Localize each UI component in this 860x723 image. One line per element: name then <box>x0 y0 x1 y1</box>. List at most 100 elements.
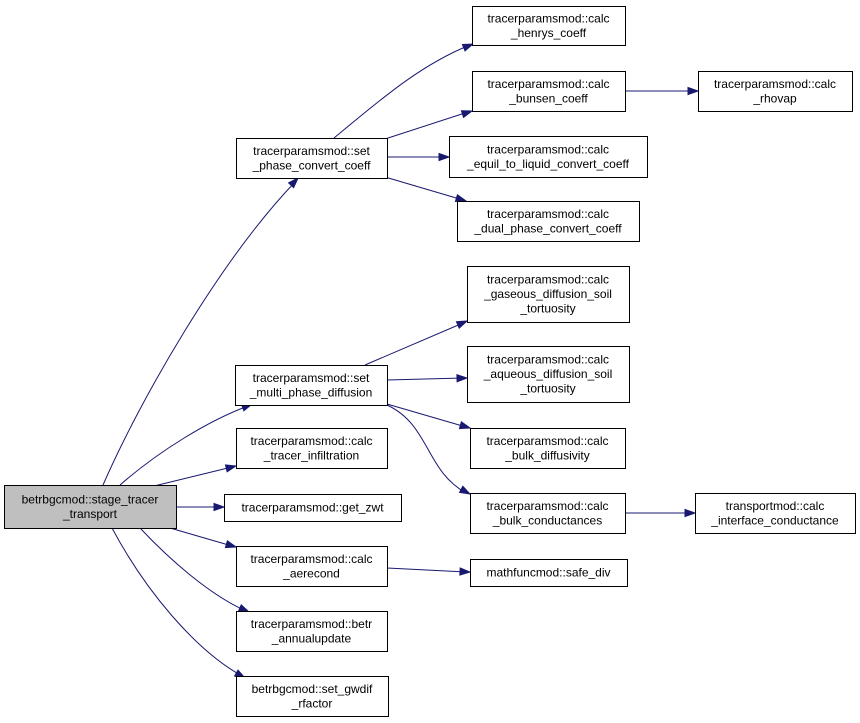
call-edges <box>102 43 700 679</box>
node-label-line: _transport <box>62 507 118 521</box>
node-box <box>236 676 389 717</box>
edge-line <box>386 377 464 381</box>
node-calc-bulk-conductances[interactable]: tracerparamsmod::calc_bulk_conductances <box>470 493 626 534</box>
node-box <box>4 485 177 529</box>
edge-line <box>169 527 233 547</box>
node-calc-equil-to-liquid-convert-coeff[interactable]: tracerparamsmod::calc_equil_to_liquid_co… <box>449 136 648 178</box>
node-set-phase-convert-coeff[interactable]: tracerparamsmod::set_phase_convert_coeff <box>236 138 388 179</box>
node-label-line: betrbgcmod::stage_tracer <box>22 492 159 506</box>
node-label-line: _bunsen_coeff <box>508 91 588 105</box>
node-calc-henrys-coeff[interactable]: tracerparamsmod::calc_henrys_coeff <box>472 6 626 46</box>
edge-line <box>386 404 467 494</box>
node-calc-bulk-diffusivity[interactable]: tracerparamsmod::calc_bulk_diffusivity <box>470 428 626 469</box>
node-calc-bunsen-coeff[interactable]: tracerparamsmod::calc_bunsen_coeff <box>472 71 626 112</box>
edge-set_multi_phase_diffusion-to-calc_bulk_conductances <box>386 404 472 495</box>
edge-set_multi_phase_diffusion-to-calc_aqueous_diffusion_soil_tortuosity <box>386 374 469 383</box>
node-box <box>224 494 402 522</box>
node-label-line: _multi_phase_diffusion <box>249 385 373 399</box>
node-calc-interface-conductance[interactable]: transportmod::calc_interface_conductance <box>695 493 856 534</box>
node-label-line: tracerparamsmod::calc <box>250 552 372 566</box>
node-calc-aerecond[interactable]: tracerparamsmod::calc_aerecond <box>236 546 388 587</box>
arrowhead-icon <box>687 86 700 96</box>
node-safe-div[interactable]: mathfuncmod::safe_div <box>470 559 628 587</box>
edge-calc_aerecond-to-safe_div <box>386 567 472 576</box>
edge-line <box>119 405 249 486</box>
node-label-line: transportmod::calc <box>726 499 825 513</box>
arrowhead-icon <box>454 193 468 203</box>
node-label-line: mathfuncmod::safe_div <box>486 566 610 580</box>
node-label-line: _henrys_coeff <box>510 26 587 40</box>
node-calc-gaseous-diffusion-soil-tortuosity[interactable]: tracerparamsmod::calc_gaseous_diffusion_… <box>467 266 630 323</box>
node-label-line: tracerparamsmod::calc <box>714 77 836 91</box>
node-label-line: _aqueous_diffusion_soil <box>483 367 613 381</box>
arrowhead-icon <box>459 567 472 576</box>
node-label-line: _aerecond <box>282 566 340 580</box>
node-label-line: _bulk_diffusivity <box>504 448 590 462</box>
node-box <box>236 428 388 469</box>
edge-stage_tracer_transport-to-get_zwt <box>176 502 226 512</box>
edge-line <box>139 527 247 612</box>
arrowhead-icon <box>456 374 469 383</box>
node-calc-dual-phase-convert-coeff[interactable]: tracerparamsmod::calc_dual_phase_convert… <box>457 201 640 242</box>
arrowhead-icon <box>224 540 238 549</box>
node-box <box>472 6 626 46</box>
node-betr-annualupdate[interactable]: tracerparamsmod::betr_annualupdate <box>236 611 388 652</box>
node-box <box>235 365 388 406</box>
node-label-line: tracerparamsmod::calc <box>487 142 609 156</box>
node-box <box>457 201 640 242</box>
edge-calc_bunsen_coeff-to-calc_rhovap <box>625 86 700 96</box>
node-label-line: tracerparamsmod::set <box>253 144 370 158</box>
node-label-line: tracerparamsmod::get_zwt <box>241 501 384 515</box>
node-stage-tracer-transport[interactable]: betrbgcmod::stage_tracer_transport <box>4 485 177 529</box>
edge-line <box>111 527 243 677</box>
node-box <box>470 428 626 469</box>
node-label-line: _dual_phase_convert_coeff <box>473 221 622 235</box>
edge-stage_tracer_transport-to-calc_tracer_infiltration <box>149 464 238 488</box>
edge-set_phase_convert_coeff-to-calc_equil_to_liquid_convert_coeff <box>387 152 451 162</box>
arrowhead-icon <box>237 603 251 613</box>
edge-stage_tracer_transport-to-set_multi_phase_diffusion <box>119 403 254 486</box>
node-label-line: tracerparamsmod::calc <box>487 11 609 25</box>
node-label-line: betrbgcmod::set_gwdif <box>252 682 373 696</box>
node-label-line: _interface_conductance <box>710 513 839 527</box>
node-set-gwdif-rfactor[interactable]: betrbgcmod::set_gwdif_rfactor <box>236 676 389 717</box>
arrowhead-icon <box>460 110 474 119</box>
edge-line <box>102 180 297 486</box>
arrowhead-icon <box>684 508 697 518</box>
node-label-line: tracerparamsmod::calc <box>487 207 609 221</box>
edge-set_phase_convert_coeff-to-calc_bunsen_coeff <box>384 110 474 140</box>
node-box <box>236 546 388 587</box>
node-calc-rhovap[interactable]: tracerparamsmod::calc_rhovap <box>698 71 853 112</box>
edge-line <box>364 322 464 366</box>
node-box <box>698 71 853 112</box>
node-label-line: tracerparamsmod::calc <box>487 273 609 287</box>
node-label-line: tracerparamsmod::calc <box>487 77 609 91</box>
edge-line <box>384 176 464 201</box>
node-label-line: tracerparamsmod::calc <box>487 353 609 367</box>
node-calc-tracer-infiltration[interactable]: tracerparamsmod::calc_tracer_infiltratio… <box>236 428 388 469</box>
call-nodes: betrbgcmod::stage_tracer_transporttracer… <box>4 6 856 717</box>
edge-line <box>386 403 467 428</box>
arrowhead-icon <box>458 485 472 495</box>
node-calc-aqueous-diffusion-soil-tortuosity[interactable]: tracerparamsmod::calc_aqueous_diffusion_… <box>467 346 630 403</box>
edge-line <box>149 466 233 488</box>
node-get-zwt[interactable]: tracerparamsmod::get_zwt <box>224 494 402 522</box>
node-label-line: tracerparamsmod::betr <box>251 617 372 631</box>
edge-set_multi_phase_diffusion-to-calc_gaseous_diffusion_soil_tortuosity <box>364 320 469 366</box>
edge-line <box>333 44 471 139</box>
node-box <box>467 346 630 403</box>
arrowhead-icon <box>213 502 226 512</box>
node-box <box>449 136 648 178</box>
node-label-line: _tortuosity <box>519 382 575 396</box>
node-box <box>470 559 628 587</box>
node-label-line: _bulk_conductances <box>492 513 602 527</box>
node-set-multi-phase-diffusion[interactable]: tracerparamsmod::set_multi_phase_diffusi… <box>235 365 388 406</box>
node-box <box>236 611 388 652</box>
node-label-line: tracerparamsmod::set <box>253 371 370 385</box>
edge-set_phase_convert_coeff-to-calc_henrys_coeff <box>333 43 475 139</box>
edge-line <box>386 567 467 573</box>
node-label-line: _phase_convert_coeff <box>252 158 372 172</box>
node-label-line: _rfactor <box>291 696 333 710</box>
edge-calc_bulk_conductances-to-calc_interface_conductance <box>625 508 697 518</box>
